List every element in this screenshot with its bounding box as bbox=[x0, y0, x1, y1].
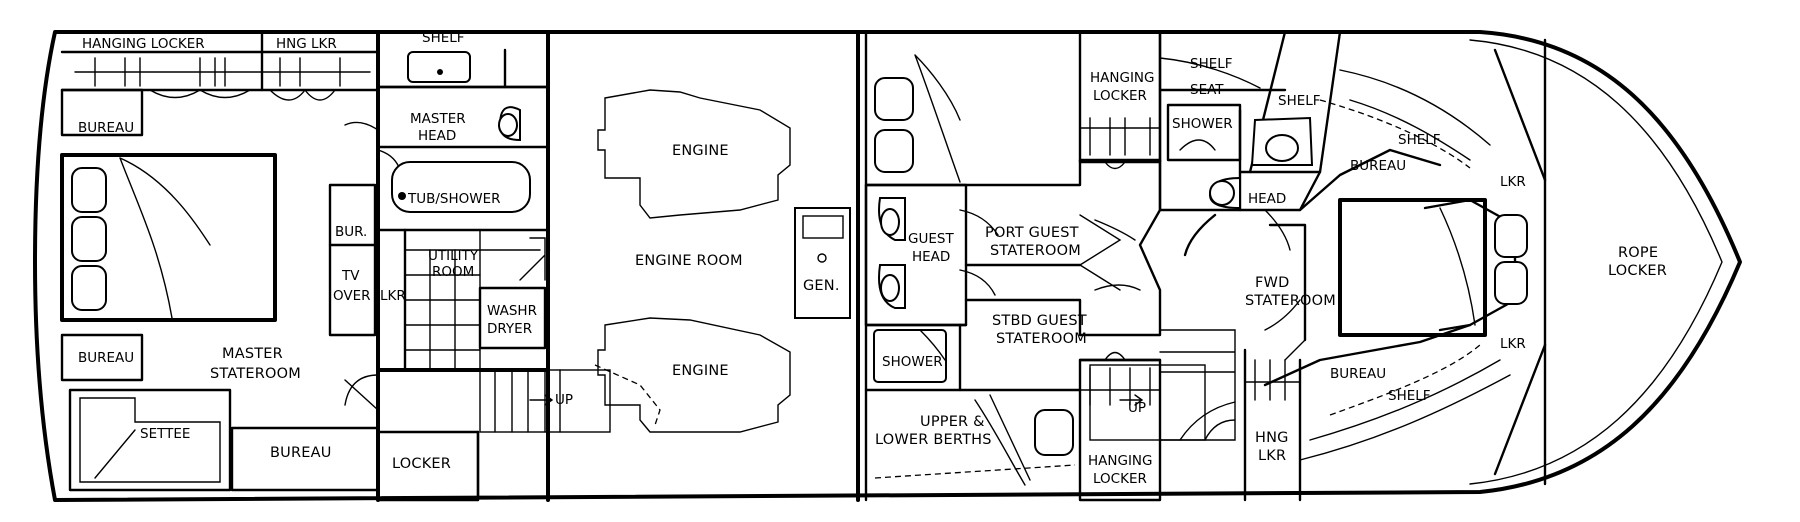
label-bureau-fwd-2: BUREAU bbox=[1330, 366, 1386, 382]
label-washr-1: WASHR bbox=[487, 303, 537, 319]
engine-lower bbox=[597, 317, 791, 433]
label-rope-1: ROPE bbox=[1618, 245, 1658, 261]
aft-stairs bbox=[479, 364, 661, 433]
label-head-fwd: HEAD bbox=[1248, 191, 1286, 207]
label-hanging-locker-low-1: HANGING bbox=[1088, 453, 1153, 469]
label-bureau-3: BUREAU bbox=[270, 445, 332, 461]
label-hanging-locker-aft: HANGING LOCKER bbox=[82, 36, 205, 52]
label-bur: BUR. bbox=[335, 224, 367, 240]
label-shelf-fwd-3: SHELF bbox=[1398, 132, 1441, 148]
label-fwd-state-2: STATEROOM bbox=[1245, 293, 1336, 309]
label-guest-head-2: HEAD bbox=[912, 249, 950, 265]
label-utility-2: ROOM bbox=[432, 264, 474, 280]
label-hanging-locker-mid-2: LOCKER bbox=[1093, 88, 1147, 104]
label-stbd-guest-2: STATEROOM bbox=[996, 331, 1087, 347]
label-tv-2: OVER bbox=[333, 288, 371, 304]
label-master-head-2: HEAD bbox=[418, 128, 456, 144]
fwd-head-area bbox=[1158, 30, 1491, 257]
label-port-guest-1: PORT GUEST bbox=[985, 225, 1079, 241]
label-shower-guest: SHOWER bbox=[882, 354, 943, 370]
label-washr-2: DRYER bbox=[487, 321, 532, 337]
label-bureau-fwd-1: BUREAU bbox=[1350, 158, 1406, 174]
label-fwd-state-1: FWD bbox=[1255, 275, 1289, 291]
label-master-state-1: MASTER bbox=[222, 346, 283, 362]
fwd-stateroom bbox=[1243, 38, 1547, 502]
label-engine-room: ENGINE ROOM bbox=[635, 253, 743, 269]
label-port-guest-2: STATEROOM bbox=[990, 243, 1081, 259]
label-lkr-mid: LKR bbox=[380, 288, 406, 304]
master-head-area bbox=[376, 30, 550, 502]
label-master-state-2: STATEROOM bbox=[210, 366, 301, 382]
label-shelf-fwd-2: SHELF bbox=[1278, 93, 1321, 109]
label-lkr-fwd-1: LKR bbox=[1500, 174, 1526, 190]
label-settee: SETTEE bbox=[140, 426, 190, 442]
label-hng-lkr-fwd-1: HNG bbox=[1255, 430, 1289, 446]
label-bureau-2: BUREAU bbox=[78, 350, 134, 366]
label-seat: SEAT bbox=[1190, 82, 1224, 98]
label-engine-1: ENGINE bbox=[672, 143, 729, 159]
label-tub-shower: TUB/SHOWER bbox=[407, 191, 501, 207]
label-upper-lower-2: LOWER BERTHS bbox=[875, 432, 992, 448]
room-labels: HANGING LOCKER HNG LKR SHELF BUREAU MAST… bbox=[78, 30, 1667, 487]
label-locker: LOCKER bbox=[392, 456, 451, 472]
guest-area bbox=[864, 30, 1162, 502]
label-guest-head-1: GUEST bbox=[908, 231, 954, 247]
fwd-stairs bbox=[1089, 329, 1236, 441]
label-shelf-aft: SHELF bbox=[422, 30, 465, 46]
hull-outline bbox=[33, 30, 1742, 502]
label-hng-lkr-aft: HNG LKR bbox=[276, 36, 337, 52]
label-stbd-guest-1: STBD GUEST bbox=[992, 313, 1087, 329]
label-rope-2: LOCKER bbox=[1608, 263, 1667, 279]
hull-inner-line bbox=[1469, 39, 1723, 485]
label-bureau-1: BUREAU bbox=[78, 120, 134, 136]
label-tv-1: TV bbox=[341, 268, 360, 284]
label-shelf-fwd-1: SHELF bbox=[1190, 56, 1233, 72]
master-stateroom-area bbox=[60, 30, 380, 492]
label-hanging-locker-mid-1: HANGING bbox=[1090, 70, 1155, 86]
label-gen: GEN. bbox=[803, 278, 840, 294]
label-master-head-1: MASTER bbox=[410, 111, 466, 127]
label-up-1: UP bbox=[555, 392, 573, 408]
label-up-2: UP bbox=[1128, 400, 1146, 416]
label-hanging-locker-low-2: LOCKER bbox=[1093, 471, 1147, 487]
label-shelf-fwd-4: SHELF bbox=[1388, 388, 1431, 404]
engine-upper bbox=[597, 89, 791, 219]
label-hng-lkr-fwd-2: LKR bbox=[1258, 448, 1286, 464]
label-engine-2: ENGINE bbox=[672, 363, 729, 379]
label-shower-fwd: SHOWER bbox=[1172, 116, 1233, 132]
label-lkr-fwd-2: LKR bbox=[1500, 336, 1526, 352]
engine-room bbox=[597, 89, 851, 433]
label-utility-1: UTILITY bbox=[428, 248, 479, 264]
label-upper-lower-1: UPPER & bbox=[920, 414, 985, 430]
